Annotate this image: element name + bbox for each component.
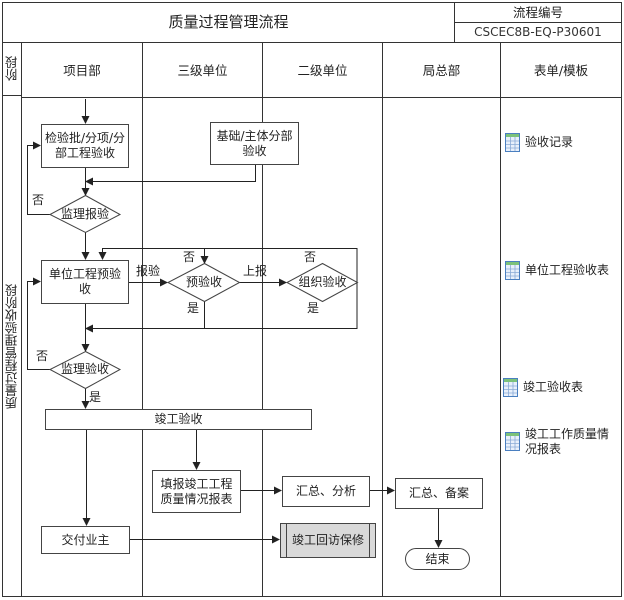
- form-icons: [503, 133, 520, 451]
- spreadsheet-icon: [505, 133, 520, 152]
- edge-label-yes: 是: [88, 390, 101, 404]
- node-revisit-label: 竣工回访保修: [291, 533, 364, 547]
- form-item[interactable]: 单位工程验收表: [525, 263, 617, 278]
- edge-label-no: 否: [182, 250, 195, 264]
- connector-yes: [85, 282, 358, 333]
- stage-label: 质量过程管理验收阶段: [4, 284, 20, 410]
- node-unit-pre-label: 单位工程预验收: [48, 267, 121, 296]
- form-item[interactable]: 竣工工作质量情况报表: [525, 427, 615, 457]
- page-title: 质量过程管理流程: [168, 13, 289, 31]
- lane-header-tier3: 三级单位: [177, 62, 228, 78]
- node-summary-analysis[interactable]: [282, 476, 370, 507]
- node-foundation[interactable]: [210, 122, 299, 165]
- node-inspect-batch-label: 检验批/分项/分部工程验收: [44, 131, 126, 160]
- process-code-label: 流程编号: [512, 5, 563, 20]
- decision-supervisor-report-label: 监理报验: [60, 206, 109, 221]
- terminator-end[interactable]: [405, 548, 470, 570]
- node-deliver-owner[interactable]: [41, 526, 130, 554]
- stage-column-header: 阶段: [4, 56, 20, 82]
- form-item-label: 单位工程验收表: [525, 263, 610, 277]
- connector: [85, 164, 256, 186]
- spreadsheet-icon: [505, 432, 520, 451]
- decision-pre-accept-label: 预验收: [185, 274, 222, 289]
- node-unit-pre[interactable]: [41, 260, 129, 304]
- form-item-label: 验收记录: [525, 135, 574, 149]
- decision-organize-accept[interactable]: [285, 262, 359, 303]
- edge-label-no: 否: [31, 193, 44, 207]
- connector-no-loop: [98, 248, 358, 283]
- connector-no-loop: [27, 277, 50, 370]
- form-item-label: 竣工验收表: [523, 380, 584, 394]
- spreadsheet-icon: [503, 378, 518, 397]
- node-revisit[interactable]: [280, 523, 376, 558]
- edge-label-submit: 上报: [242, 264, 267, 278]
- lane-header-project: 项目部: [63, 62, 101, 78]
- node-completion-label: 竣工验收: [154, 412, 203, 426]
- edge-label-report: 报验: [135, 264, 160, 278]
- decision-supervisor-accept-label: 监理验收: [60, 361, 109, 376]
- node-fill-report[interactable]: [152, 470, 241, 513]
- edge-label-no: 否: [35, 349, 48, 363]
- edge-label-yes: 是: [306, 301, 319, 315]
- spreadsheet-icon: [505, 261, 520, 280]
- node-deliver-owner-label: 交付业主: [61, 532, 110, 547]
- process-code-value: CSCEC8B-EQ-P30601: [474, 25, 602, 39]
- form-item[interactable]: 竣工验收表: [523, 380, 615, 395]
- decision-pre-accept[interactable]: [166, 262, 241, 303]
- node-foundation-label: 基础/主体分部验收: [216, 128, 293, 158]
- decision-organize-accept-label: 组织验收: [298, 274, 347, 289]
- node-fill-report-label: 填报竣工工程质量情况报表: [160, 476, 233, 506]
- terminator-end-label: 结束: [425, 551, 450, 566]
- decision-supervisor-report[interactable]: [48, 194, 122, 234]
- node-summary-file-label: 汇总、备案: [408, 486, 469, 500]
- node-completion[interactable]: [45, 409, 312, 430]
- node-inspect-batch[interactable]: [41, 124, 129, 168]
- lane-header-tier2: 二级单位: [297, 62, 348, 78]
- node-summary-analysis-label: 汇总、分析: [295, 484, 356, 498]
- node-summary-file[interactable]: [395, 478, 483, 509]
- edge-label-no: 否: [303, 250, 316, 264]
- lane-header-forms: 表单/模板: [533, 62, 589, 78]
- form-item[interactable]: 验收记录: [525, 135, 617, 150]
- connector-no-loop: [27, 141, 50, 215]
- lane-header-bureau: 局总部: [422, 62, 461, 78]
- edge-label-yes: 是: [186, 301, 199, 315]
- decision-supervisor-accept[interactable]: [48, 350, 122, 390]
- form-item-label: 竣工工作质量情况报表: [525, 427, 610, 456]
